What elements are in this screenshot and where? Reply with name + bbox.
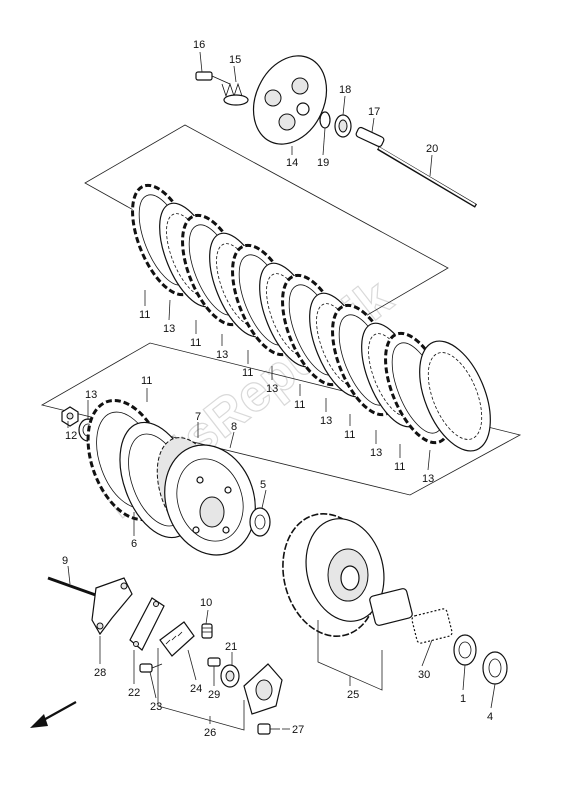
release-cover-25 (243, 663, 283, 715)
sleeve-1 (369, 588, 413, 626)
steel-plate-13 (419, 340, 491, 452)
callout-13: 13 (163, 323, 175, 335)
plates-lower-frame (40, 342, 522, 496)
callout-13: 13 (370, 447, 382, 459)
bolt-27 (207, 657, 221, 667)
clutch-housing-1 (282, 513, 385, 637)
callout-6: 7 (195, 411, 201, 423)
callout-13: 13 (266, 383, 278, 395)
spring-15 (221, 82, 249, 106)
callout-3: 1 (460, 693, 466, 705)
nut-8 (61, 406, 79, 427)
callout-11: 11 (394, 461, 405, 473)
callout-13: 13 (320, 415, 332, 427)
callout-16: 16 (193, 39, 205, 51)
callout-2: 4 (487, 711, 493, 723)
bolt-16 (195, 71, 231, 85)
callout-4: 30 (418, 669, 430, 681)
callout-9: 6 (131, 538, 137, 550)
spring-28 (201, 623, 213, 639)
callout-28: 10 (200, 597, 212, 609)
arrow-icon (30, 701, 77, 728)
bearing-18 (334, 114, 352, 138)
callout-23: 28 (94, 667, 106, 679)
bracket-23 (91, 577, 133, 636)
callout-10: 5 (260, 479, 266, 491)
washer-19 (319, 111, 331, 129)
callout-26: 24 (190, 683, 202, 695)
callout-11: 11 (344, 429, 355, 441)
callout-5: 8 (231, 421, 237, 433)
callout-13: 13 (216, 349, 228, 361)
callout-27: 29 (208, 689, 220, 701)
pressure-plate-14 (252, 55, 328, 145)
callout-11: 11 (242, 367, 253, 379)
callout-7: 13 (85, 389, 97, 401)
callout-1: 25 (347, 689, 359, 701)
callout-11: 11 (139, 309, 150, 321)
bolt-29 (139, 663, 163, 673)
washer-2 (482, 651, 508, 685)
callout-13: 13 (422, 473, 434, 485)
o-ring-22 (220, 664, 240, 688)
leader-lines (67, 51, 496, 731)
callout-15: 15 (229, 54, 241, 66)
callout-18: 18 (339, 84, 351, 96)
washer-10 (249, 507, 271, 537)
callout-30: 27 (292, 724, 304, 736)
callout-20: 20 (426, 143, 438, 155)
callout-21: 9 (62, 555, 68, 567)
needle-bearing-4 (411, 608, 453, 644)
callout-24: 22 (128, 687, 140, 699)
callout-19: 19 (317, 157, 329, 169)
callout-8: 12 (65, 430, 77, 442)
callout-17: 17 (368, 106, 380, 118)
callout-12: 11 (141, 375, 152, 387)
callout-22: 21 (225, 641, 237, 653)
washer-3 (453, 634, 477, 666)
bolt-30 (257, 723, 280, 735)
callout-14: 14 (286, 157, 298, 169)
gasket-24 (129, 597, 165, 651)
pushrod-20 (376, 146, 478, 208)
callout-25: 26 (204, 727, 216, 739)
release-cam-26 (159, 621, 195, 657)
pushrod-17 (355, 126, 385, 148)
callout-11: 11 (294, 399, 305, 411)
callout-29: 23 (150, 701, 162, 713)
clutch-hub-5 (164, 444, 256, 556)
callout-11: 11 (190, 337, 201, 349)
